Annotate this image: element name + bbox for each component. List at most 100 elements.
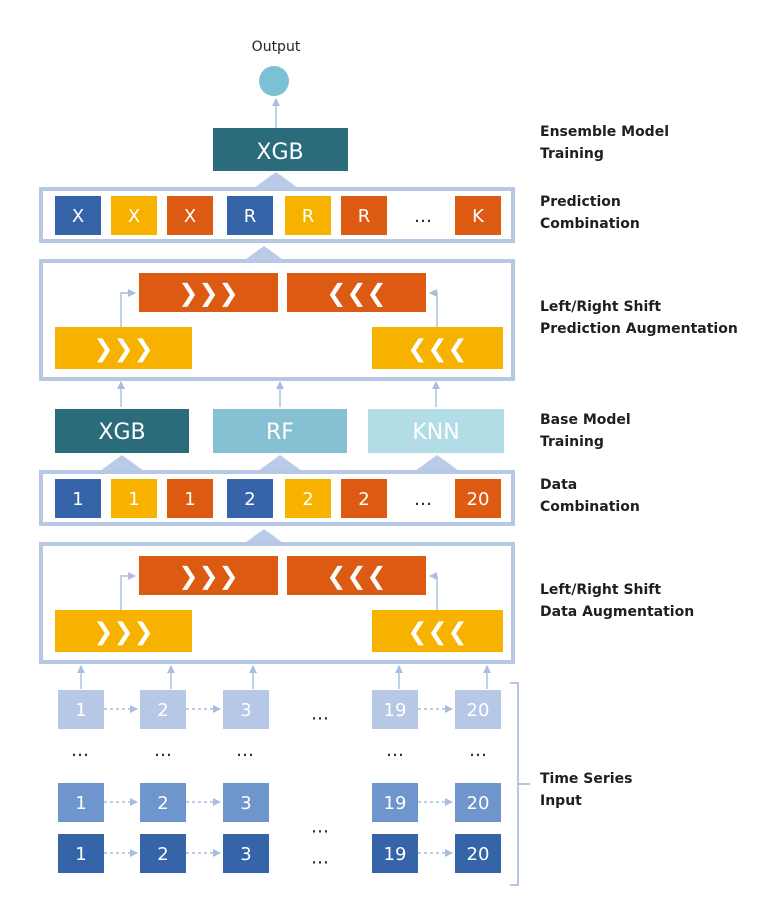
series-cell-box xyxy=(223,834,269,873)
series-cell-box xyxy=(372,834,418,873)
data-augmentation-group: ❯❯❯❮❮❮❯❯❯❮❮❮ xyxy=(55,556,503,652)
series-ellipsis-label: … xyxy=(311,847,329,868)
shift-right-orange-box xyxy=(139,556,278,595)
label-base-model-training: Base Model Training xyxy=(540,412,631,450)
data-cells-cell-label: 20 xyxy=(467,489,490,510)
series-cell-label: 2 xyxy=(157,844,168,865)
shift-left-gold-box xyxy=(372,610,503,652)
series-cell-label: 20 xyxy=(467,793,490,814)
prediction-cells-cell-label: … xyxy=(414,206,432,227)
data-cells-cell-box xyxy=(111,479,157,518)
base-model-knn-label: KNN xyxy=(412,420,459,445)
prediction-cells-cell-box xyxy=(167,196,213,235)
data-cells-cell-box xyxy=(167,479,213,518)
shift-left-orange-box xyxy=(287,556,426,595)
series-cell-label: 1 xyxy=(75,700,86,721)
data-cells-cell-box xyxy=(455,479,501,518)
data-cells-cell-label: 1 xyxy=(72,489,83,510)
prediction-cells-cell-label: R xyxy=(244,206,257,227)
prediction-augmentation-group: ❯❯❯ ❮❮❮ ❯❯❯ ❮❮❮ xyxy=(55,273,503,369)
prediction-cells-cell-box xyxy=(285,196,331,235)
shift-left-orange-box xyxy=(287,273,426,312)
prediction-cells-cell-box xyxy=(455,196,501,235)
aug-connector xyxy=(429,289,438,327)
series-ellipsis: … xyxy=(469,740,487,761)
series-cell-label: 20 xyxy=(467,844,490,865)
series-cell-box xyxy=(372,690,418,729)
series-ellipsis: … xyxy=(236,740,254,761)
prediction-cells-cell-box xyxy=(55,196,101,235)
base-model-rf-box xyxy=(213,409,347,453)
series-cell-label: 19 xyxy=(384,700,407,721)
series-cell-box xyxy=(223,690,269,729)
shift-left-gold-box xyxy=(372,327,503,369)
shift-left-orange-label: ❮❮❮ xyxy=(326,279,386,307)
connector-triangle xyxy=(254,172,298,188)
prediction-cells-cell-box xyxy=(111,196,157,235)
series-cell-box xyxy=(58,783,104,822)
series-ellipsis-label: … xyxy=(311,816,329,837)
prediction-cells-cell-label: R xyxy=(358,206,371,227)
series-cell-box xyxy=(58,834,104,873)
data-cells-cell-label: 1 xyxy=(128,489,139,510)
series-cell-box xyxy=(455,783,501,822)
shift-right-orange-label: ❯❯❯ xyxy=(178,279,238,307)
series-cell-label: 19 xyxy=(384,793,407,814)
series-ellipsis: … xyxy=(71,740,89,761)
base-model-xgb-box xyxy=(55,409,189,453)
series-cell-label: 1 xyxy=(75,844,86,865)
shift-left-gold-label: ❮❮❮ xyxy=(407,618,467,646)
series-cell-box xyxy=(372,783,418,822)
aug-connector xyxy=(120,289,136,327)
series-cell-label: 3 xyxy=(240,844,251,865)
label-prediction-combination: Prediction Combination xyxy=(540,194,640,232)
prediction-cells-cell-label: K xyxy=(472,206,485,227)
label-data-augmentation: Left/Right Shift Data Augmentation xyxy=(540,582,695,620)
output-node xyxy=(259,66,289,96)
series-cell-box xyxy=(140,783,186,822)
series-ellipsis: … xyxy=(386,740,404,761)
shift-right-gold-label: ❯❯❯ xyxy=(93,618,153,646)
series-ellipsis: … xyxy=(154,740,172,761)
connector-triangle xyxy=(242,246,286,262)
label-time-series-input: Time Series Input xyxy=(540,771,633,809)
data-cells-cell-box xyxy=(227,479,273,518)
shift-right-gold-box xyxy=(55,610,192,652)
data-cells-cell-label: … xyxy=(414,489,432,510)
series-cell-box xyxy=(140,690,186,729)
shift-left-gold-label: ❮❮❮ xyxy=(407,335,467,363)
prediction-cells-cell-label: X xyxy=(72,206,84,227)
series-cell-box xyxy=(223,783,269,822)
prediction-cells-cell-box xyxy=(227,196,273,235)
series-ellipsis-label: … xyxy=(311,703,329,724)
shift-right-orange-box xyxy=(139,273,278,312)
series-cell-label: 2 xyxy=(157,793,168,814)
series-cell-box xyxy=(455,834,501,873)
shift-right-gold-label: ❯❯❯ xyxy=(93,335,153,363)
data-cells-cell-box xyxy=(285,479,331,518)
ensemble-xgb-label: XGB xyxy=(256,140,303,165)
data-cells-cell-label: 2 xyxy=(302,489,313,510)
label-prediction-augmentation: Left/Right Shift Prediction Augmentation xyxy=(540,299,738,337)
series-cell-box xyxy=(58,690,104,729)
data-cells-cell-label: 1 xyxy=(184,489,195,510)
base-model-xgb-label: XGB xyxy=(98,420,145,445)
aug-connector xyxy=(120,572,136,610)
data-cells-cell-box xyxy=(341,479,387,518)
ensemble-xgb-box xyxy=(213,128,348,171)
time-series-bracket xyxy=(510,682,530,886)
series-cell-label: 19 xyxy=(384,844,407,865)
prediction-cells-cell-label: X xyxy=(128,206,140,227)
prediction-cells-cell-box xyxy=(341,196,387,235)
shift-left-orange-label: ❮❮❮ xyxy=(326,562,386,590)
label-data-combination: Data Combination xyxy=(540,477,640,515)
prediction-cells-cell-label: X xyxy=(184,206,196,227)
connector-triangle xyxy=(415,455,459,471)
series-cell-label: 20 xyxy=(467,700,490,721)
base-model-knn-box xyxy=(368,409,504,453)
